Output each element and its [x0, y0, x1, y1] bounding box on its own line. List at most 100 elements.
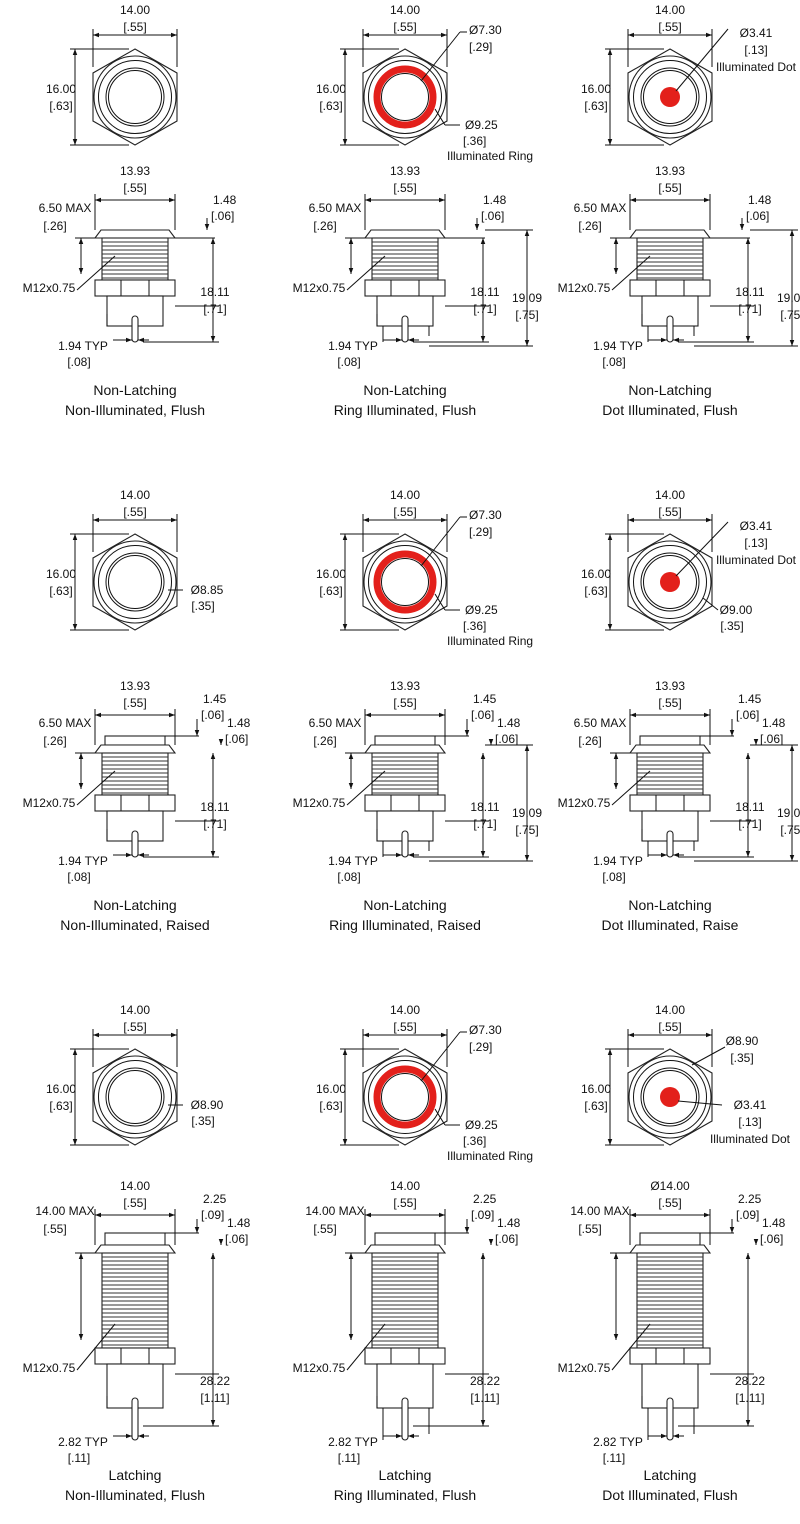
side-view: 13.93[.55]1.45[.06]1.48[.06]6.50 MAX[.26…: [293, 679, 543, 884]
bezel-inner-circle: [368, 545, 442, 619]
max-depth-inch: [.26]: [578, 734, 601, 748]
height-value: 16.00: [316, 567, 346, 581]
head-thickness-inch: [.06]: [225, 1232, 248, 1246]
caption-style: Ring Illuminated, Raised: [329, 917, 481, 933]
thread-leader: [346, 1323, 386, 1371]
top-view: 14.00[.55]16.00[.63]Ø8.85[.35]: [46, 488, 224, 631]
length-value: 28.22: [200, 1374, 230, 1388]
head-thickness-value: 1.48: [748, 193, 772, 207]
button-face-circle: [105, 67, 165, 127]
pin-width-value: 1.94 TYP: [593, 339, 643, 353]
bezel-inner-circle: [633, 545, 707, 619]
width-value: 14.00: [655, 3, 685, 17]
max-depth-value: 6.50 MAX: [309, 716, 362, 730]
top-view: 14.00[.55]16.00[.63]Ø8.90[.35]Ø3.41[.13]…: [581, 1003, 791, 1146]
length-inch: [.71]: [738, 817, 761, 831]
max-depth-inch: [.55]: [578, 1222, 601, 1236]
pin-width-value: 1.94 TYP: [328, 854, 378, 868]
bezel-head: [363, 1244, 447, 1254]
center-terminal: [666, 830, 674, 858]
pin-width-inch: [.11]: [603, 1451, 625, 1465]
outer-diameter-label: Ø9.25: [465, 118, 498, 132]
leader-line: [675, 521, 729, 577]
illuminated-dot-note: Illuminated Dot: [710, 1132, 791, 1146]
cap-height-inch: [.06]: [736, 708, 759, 722]
caption-type: Non-Latching: [628, 897, 711, 913]
caption-type: Non-Latching: [93, 897, 176, 913]
thread-lines: [102, 1256, 168, 1346]
caption-style: Ring Illuminated, Flush: [334, 402, 476, 418]
pin-width-value: 2.82 TYP: [58, 1435, 108, 1449]
height-inch-value: [.63]: [584, 99, 607, 113]
pin-width-value: 1.94 TYP: [328, 339, 378, 353]
leader-line: [434, 1108, 446, 1126]
side-view: 14.00[.55]2.25[.09]1.48[.06]14.00 MAX[.5…: [293, 1179, 521, 1465]
height-inch-value: [.63]: [49, 1099, 72, 1113]
threaded-body: [636, 237, 704, 281]
center-terminal: [131, 1397, 139, 1441]
center-terminal: [131, 315, 139, 343]
cap-height-inch: [.09]: [736, 1208, 759, 1222]
thread-spec: M12x0.75: [558, 796, 611, 810]
max-depth-value: 6.50 MAX: [574, 201, 627, 215]
width-value: 14.00: [120, 3, 150, 17]
head-width-inch: [.55]: [658, 181, 681, 195]
thread-spec: M12x0.75: [23, 1361, 76, 1375]
dot-diameter-label: Ø3.41: [740, 26, 773, 40]
thread-spec: M12x0.75: [23, 796, 76, 810]
raised-actuator-cap: [374, 735, 436, 746]
illuminated-ring-note: Illuminated Ring: [447, 149, 533, 163]
width-value: 14.00: [390, 1003, 420, 1017]
head-thickness-value: 1.48: [213, 193, 237, 207]
button-inner-circle: [108, 1070, 162, 1124]
height-value: 16.00: [581, 1082, 611, 1096]
threaded-body: [636, 1252, 704, 1349]
caption-type: Non-Latching: [363, 382, 446, 398]
outer-diameter-inch: [.36]: [463, 134, 486, 148]
length-inch: [.71]: [473, 302, 496, 316]
bezel-head: [628, 229, 712, 239]
top-view: 14.00[.55]16.00[.63]Ø7.30[.29]Ø9.25[.36]…: [316, 488, 533, 648]
caption-style: Non-Illuminated, Raised: [60, 917, 209, 933]
head-width-inch: [.55]: [123, 181, 146, 195]
thread-spec: M12x0.75: [23, 281, 76, 295]
threaded-body: [101, 237, 169, 281]
dot-diameter-inch: [.13]: [744, 536, 767, 550]
center-terminal: [401, 830, 409, 858]
button-face-circle: [105, 552, 165, 612]
pin-width-inch: [.08]: [337, 870, 360, 884]
button-face-circle: [640, 1067, 700, 1127]
total-length-inch: [.75]: [515, 308, 538, 322]
head-width-value: 13.93: [655, 164, 685, 178]
illuminated-dot-note: Illuminated Dot: [716, 553, 797, 567]
head-thickness-inch: [.06]: [760, 1232, 783, 1246]
length-value: 18.11: [470, 800, 499, 814]
button-inner-circle: [643, 1070, 697, 1124]
thread-spec: M12x0.75: [293, 1361, 346, 1375]
length-value: 18.11: [200, 285, 229, 299]
head-width-value: 13.93: [120, 679, 150, 693]
button-face-circle: [381, 73, 429, 121]
total-length-inch: [.75]: [780, 308, 800, 322]
drawing-row3-col3: 14.00[.55]16.00[.63]Ø8.90[.35]Ø3.41[.13]…: [558, 1003, 791, 1503]
pin-width-inch: [.11]: [338, 1451, 360, 1465]
inner-diameter-label: Ø7.30: [469, 23, 502, 37]
button-inner-circle: [643, 555, 697, 609]
length-value: 28.22: [735, 1374, 765, 1388]
max-depth-value: 6.50 MAX: [574, 716, 627, 730]
max-depth-value: 6.50 MAX: [39, 716, 92, 730]
head-thickness-inch: [.06]: [211, 209, 234, 223]
raised-actuator-cap: [374, 1232, 436, 1246]
thread-lines: [102, 241, 168, 279]
width-inch-value: [.55]: [658, 20, 681, 34]
head-width-value: 14.00: [120, 1179, 150, 1193]
leader-line: [677, 1100, 723, 1106]
diameter-label: Ø8.85: [191, 583, 224, 597]
outer-diameter-label: Ø9.25: [465, 1118, 498, 1132]
hex-nut-side: [629, 279, 711, 297]
head-thickness-inch: [.06]: [495, 1232, 518, 1246]
